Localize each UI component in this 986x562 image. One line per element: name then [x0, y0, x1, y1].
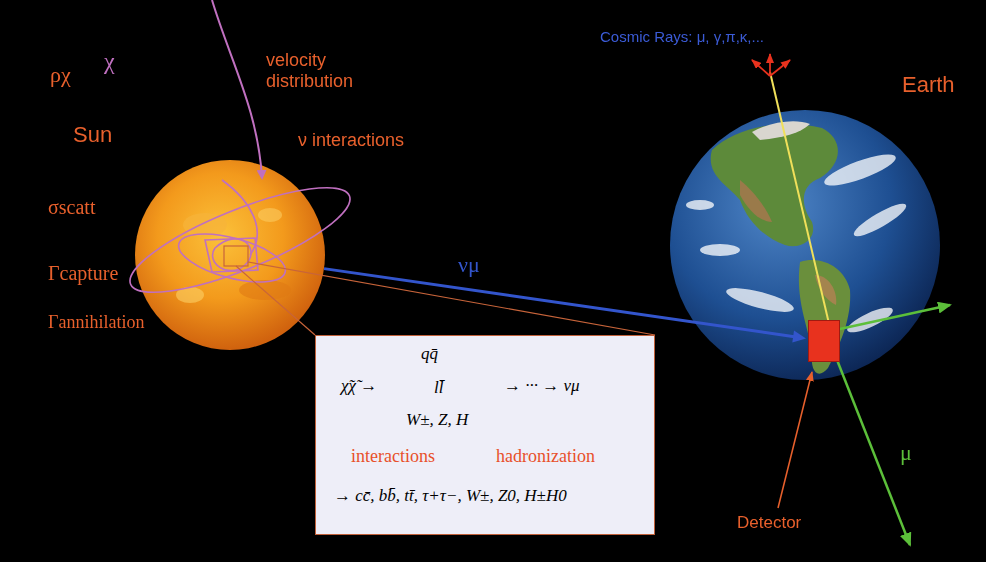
- detector-label: Detector: [737, 513, 801, 533]
- muon-track: [826, 305, 950, 332]
- cosmic-ray-arrows: [752, 54, 790, 76]
- zoom-leader: [236, 266, 315, 335]
- annotation: ν interactions: [298, 130, 404, 151]
- zoom-leader: [248, 262, 655, 335]
- formula: → cc̄, bb̄, tt̄, τ+τ−, W±, Z0, H±H0: [334, 486, 567, 506]
- orbit-lines: [119, 168, 360, 312]
- formula: → ··· → νμ: [504, 376, 580, 396]
- stage-label: hadronization: [496, 446, 595, 467]
- density-label: ρχ: [50, 62, 71, 87]
- parameter-label: Γannihilation: [48, 312, 144, 333]
- process-inset-box: qq̄ χ̃χ̃ → ll̄ → ··· → νμ W±, Z, H interactio…: [315, 335, 655, 535]
- cosmic-ray-label: Cosmic Rays: μ, γ,π,κ,...: [600, 28, 764, 45]
- annotation: velocity distribution: [266, 50, 376, 91]
- earth-label: Earth: [902, 72, 955, 97]
- detector-box: Detector: [808, 320, 840, 362]
- sun-illustration: [135, 160, 325, 350]
- muon-label: μ: [900, 440, 912, 465]
- edge-label: νμ: [455, 252, 483, 277]
- particle-label: χ: [104, 48, 115, 76]
- muon-track: [826, 332, 910, 545]
- formula: χ̃χ̃ →: [341, 376, 377, 396]
- sun-node: Sun: [135, 160, 325, 350]
- cosmic-ray-line: [770, 72, 834, 345]
- detector-leader: [778, 372, 812, 508]
- formula: ll̄: [434, 378, 443, 398]
- sun-label: Sun: [73, 122, 112, 147]
- stage-label: interactions: [351, 446, 435, 467]
- neutrino-line: [324, 269, 796, 337]
- formula: W±, Z, H: [406, 410, 468, 430]
- zoom-square: [224, 246, 248, 266]
- earth-illustration: [670, 110, 940, 380]
- arrowhead: [792, 331, 806, 343]
- neutrino-arrow: [324, 269, 806, 343]
- earth-node: EarthDetector: [670, 110, 940, 380]
- parameter-label: σscatt: [48, 196, 95, 219]
- parameter-label: Γcapture: [48, 262, 118, 285]
- wimp-trajectory: [212, 0, 262, 178]
- formula: qq̄: [421, 344, 438, 364]
